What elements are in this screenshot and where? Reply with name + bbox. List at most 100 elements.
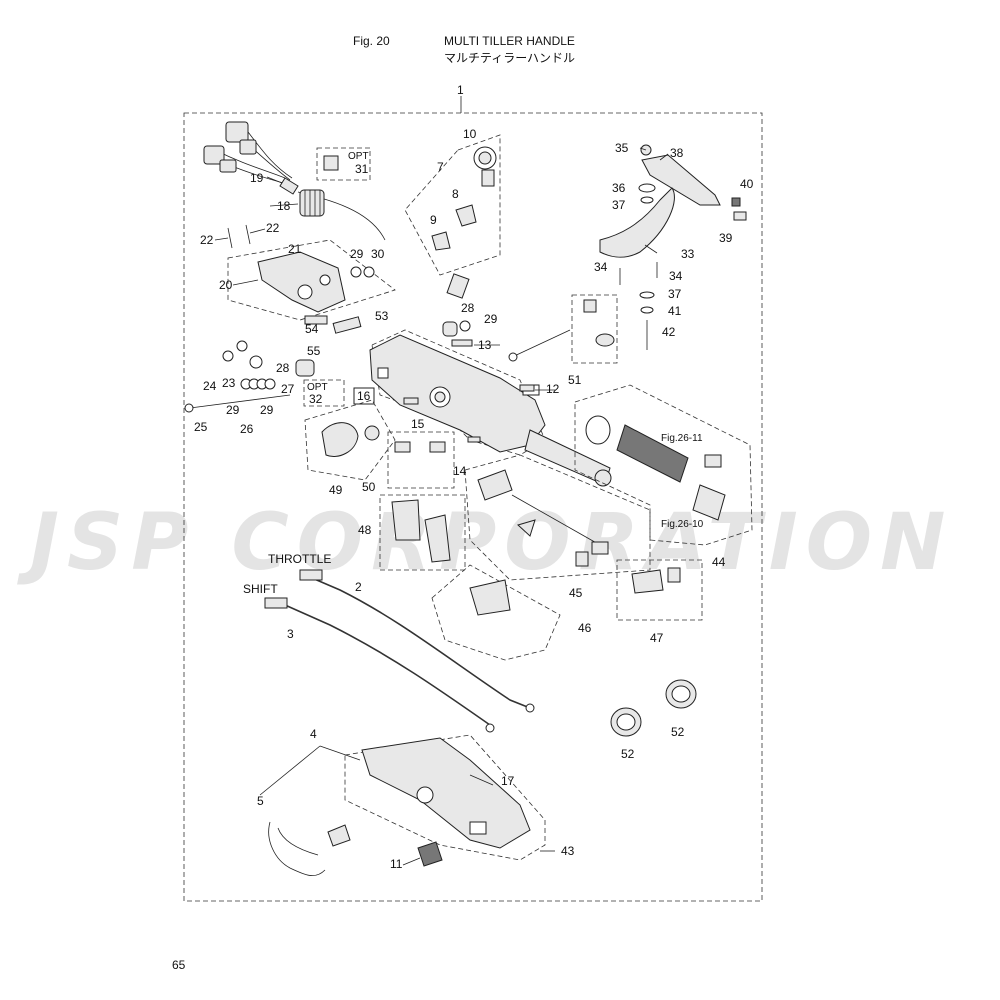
opt-label-31: OPT xyxy=(348,151,369,162)
callout-29-washer-a: 29 xyxy=(226,403,240,417)
callout-55: 55 xyxy=(307,344,321,358)
callout-4: 4 xyxy=(310,727,317,741)
shift-label: SHIFT xyxy=(243,582,278,596)
callout-34-right: 34 xyxy=(669,269,683,283)
callout-22-left: 22 xyxy=(200,233,214,247)
callout-50: 50 xyxy=(362,480,376,494)
callout-48: 48 xyxy=(358,523,372,537)
callout-30: 30 xyxy=(371,247,385,261)
callout-7: 7 xyxy=(437,160,444,174)
callout-52-left: 52 xyxy=(621,747,635,761)
callout-41: 41 xyxy=(668,304,682,318)
callout-52-right: 52 xyxy=(671,725,685,739)
bracket-plate xyxy=(641,154,721,206)
callout-44: 44 xyxy=(712,555,726,569)
gear-lever-knob xyxy=(321,422,359,457)
sensor-group-outline xyxy=(571,294,618,364)
callout-35: 35 xyxy=(615,141,629,155)
callout-20: 20 xyxy=(219,278,233,292)
tiller-arm xyxy=(369,334,612,487)
callout-49: 49 xyxy=(329,483,343,497)
page-title: MULTI TILLER HANDLE xyxy=(444,34,575,48)
callout-47: 47 xyxy=(650,631,664,645)
bracket-group-outline xyxy=(227,239,396,321)
callout-29-bracket: 29 xyxy=(350,247,364,261)
callout-42: 42 xyxy=(662,325,676,339)
shaft-group-outline xyxy=(464,454,651,581)
throttle-cam-outline xyxy=(616,559,703,621)
option-box-32 xyxy=(303,379,345,407)
stop-switch xyxy=(417,841,443,867)
throttle-friction-plate xyxy=(599,187,675,258)
watermark: JSP CORPORATION xyxy=(30,498,954,588)
callout-15: 15 xyxy=(411,417,425,431)
callout-53: 53 xyxy=(375,309,389,323)
callout-25: 25 xyxy=(194,420,208,434)
callout-40: 40 xyxy=(740,177,754,191)
callout-34-left: 34 xyxy=(594,260,608,274)
lower-cover-outline xyxy=(344,734,546,861)
shift-linkage xyxy=(469,579,511,616)
callout-3: 3 xyxy=(287,627,294,641)
callout-29-arm: 29 xyxy=(484,312,498,326)
callout-8: 8 xyxy=(452,187,459,201)
callout-12: 12 xyxy=(546,382,560,396)
callout-29-washer-b: 29 xyxy=(260,403,274,417)
mount-bracket xyxy=(257,251,346,313)
assembly-boundary xyxy=(183,112,763,902)
wiring-harness xyxy=(203,121,299,195)
bracket-48-outline xyxy=(379,494,466,571)
fig-ref-26-10: Fig.26-10 xyxy=(661,519,704,530)
control-bracket xyxy=(391,499,421,541)
shift-cable xyxy=(264,597,495,733)
lever-group-outline xyxy=(304,399,396,481)
callout-17: 17 xyxy=(501,774,515,788)
callout-51: 51 xyxy=(568,373,582,387)
callout-13: 13 xyxy=(478,338,492,352)
callout-11: 11 xyxy=(390,857,403,871)
callout-22-right: 22 xyxy=(266,221,280,235)
callout-9: 9 xyxy=(430,213,437,227)
grommet xyxy=(299,189,325,217)
callout-1: 1 xyxy=(457,83,464,97)
callout-10: 10 xyxy=(463,127,477,141)
linkage-group-outline xyxy=(431,564,561,661)
callout-23: 23 xyxy=(222,376,236,390)
callout-32: 32 xyxy=(309,392,323,406)
callout-54: 54 xyxy=(305,322,319,336)
page-number: 65 xyxy=(172,958,186,972)
callout-31: 31 xyxy=(355,162,369,176)
callout-43: 43 xyxy=(561,844,575,858)
callout-28-left: 28 xyxy=(276,361,290,375)
throttle-label: THROTTLE xyxy=(268,552,331,566)
callout-37-top: 37 xyxy=(612,198,626,212)
callout-26: 26 xyxy=(240,422,254,436)
callout-18: 18 xyxy=(277,199,291,213)
callout-46: 46 xyxy=(578,621,592,635)
callout-28-top: 28 xyxy=(461,301,475,315)
page-title-japanese: マルチティラーハンドル xyxy=(444,51,576,65)
callout-33: 33 xyxy=(681,247,695,261)
fig-ref-26-11: Fig.26-11 xyxy=(661,433,703,444)
callout-24: 24 xyxy=(203,379,217,393)
figure-number: Fig. 20 xyxy=(353,34,390,48)
opt-label-32: OPT xyxy=(307,382,328,393)
callout-19: 19 xyxy=(250,171,264,185)
callout-16: 16 xyxy=(357,389,371,403)
callout-39: 39 xyxy=(719,231,733,245)
callout-21: 21 xyxy=(288,242,302,256)
callout-36: 36 xyxy=(612,181,626,195)
end-cap-left xyxy=(610,707,642,737)
callout-45: 45 xyxy=(569,586,583,600)
bracket-50-outline xyxy=(387,431,455,489)
callout-38: 38 xyxy=(670,146,684,160)
callout-37-bottom: 37 xyxy=(668,287,682,301)
callout-2: 2 xyxy=(355,580,362,594)
callout-14: 14 xyxy=(453,464,467,478)
switch-group-outline xyxy=(404,134,501,276)
callout-5: 5 xyxy=(257,794,264,808)
grip-ring xyxy=(585,415,611,445)
throttle-grip xyxy=(616,424,689,483)
